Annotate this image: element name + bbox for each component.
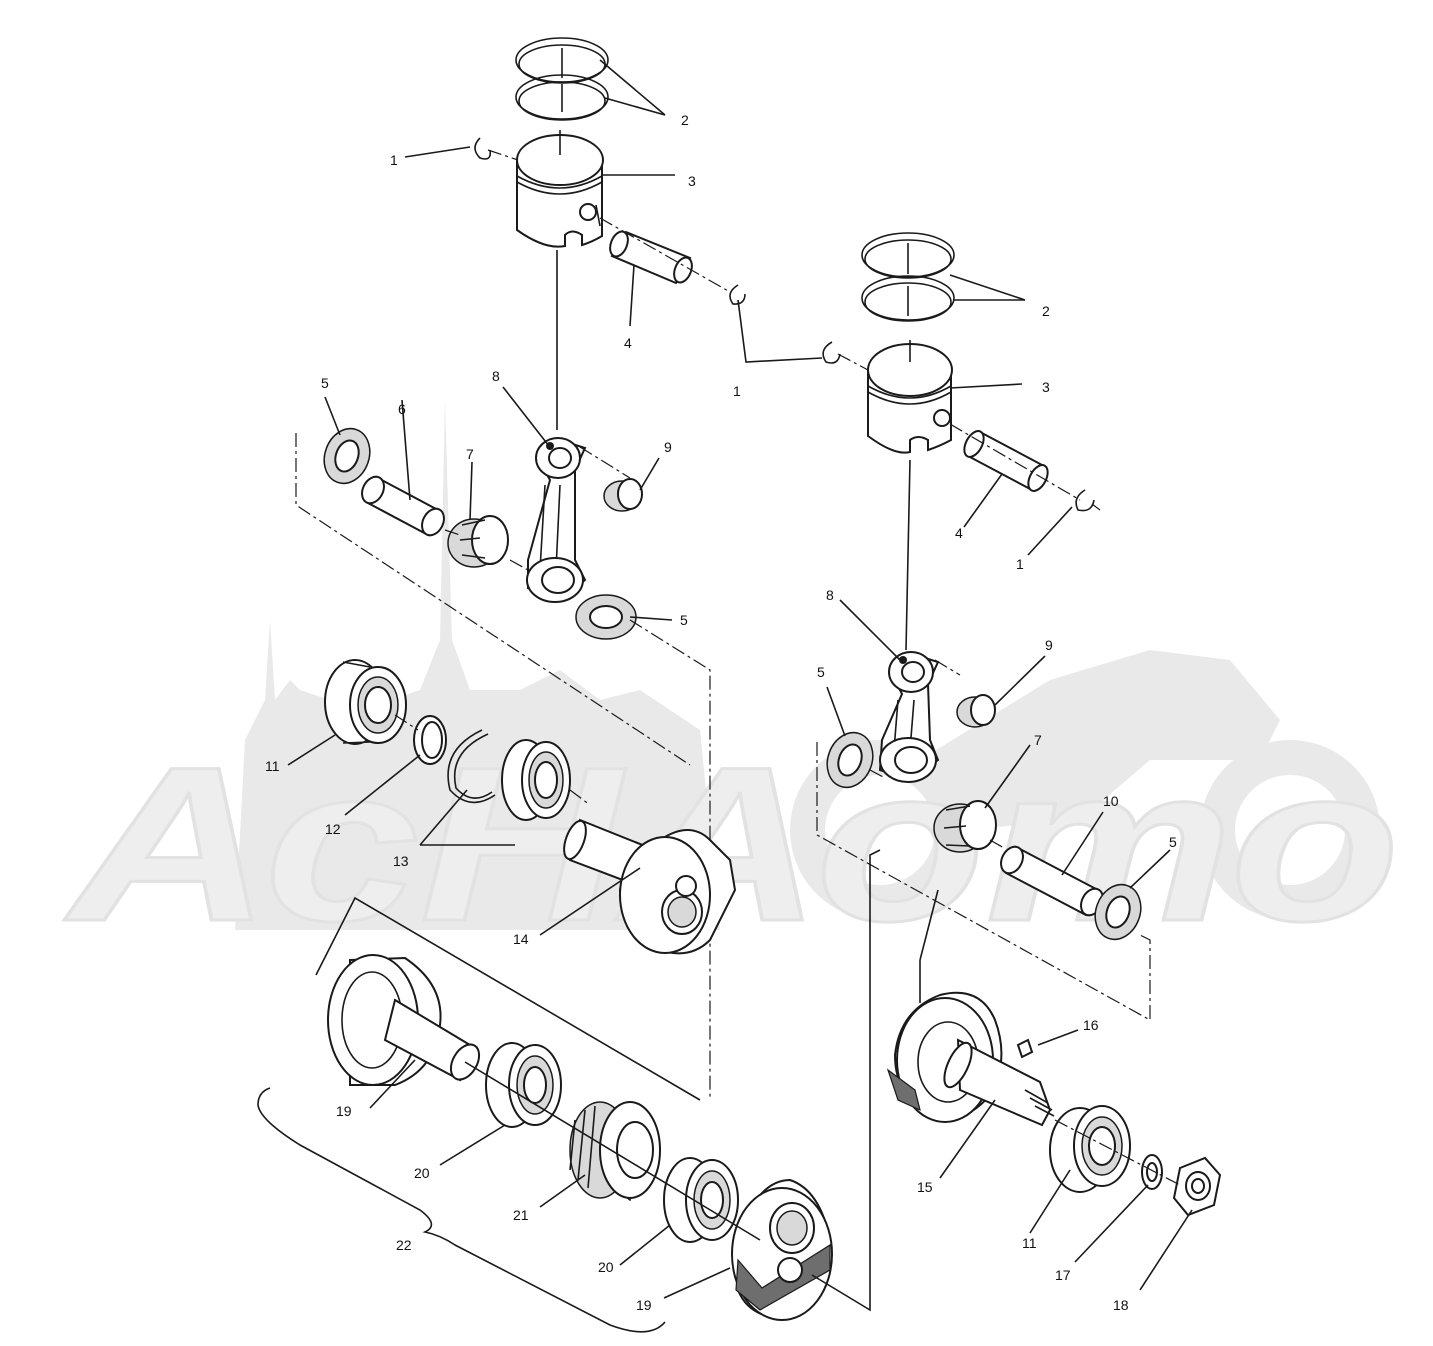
label-1-left-upper: 1 xyxy=(390,152,398,168)
watermark: АсНАото xyxy=(62,400,1402,969)
center-bracket xyxy=(811,849,881,1312)
right-piston-rings xyxy=(861,232,955,322)
left-flywheel-19 xyxy=(327,954,481,1086)
label-7-left: 7 xyxy=(466,446,474,462)
label-3-left: 3 xyxy=(688,173,696,189)
label-21: 21 xyxy=(513,1207,529,1223)
left-snap-ring-12 xyxy=(413,715,447,765)
label-5-left-lower: 5 xyxy=(680,612,688,628)
left-piston-pin xyxy=(609,230,693,285)
lower-axis xyxy=(464,1061,761,1241)
watermark-cathedral xyxy=(235,400,720,930)
label-20-upper: 20 xyxy=(414,1165,430,1181)
right-clip-lower xyxy=(1075,489,1095,512)
leader-lines xyxy=(287,59,1193,1299)
left-crank-half-14 xyxy=(563,818,737,955)
right-small-end-bearing xyxy=(956,694,996,728)
label-19-lower: 19 xyxy=(636,1297,652,1313)
watermark-logo-text: АсНАото xyxy=(64,721,1400,967)
right-assembly-guides xyxy=(816,659,1151,1022)
label-4-right: 4 xyxy=(955,525,963,541)
lower-crank-half-19 xyxy=(731,1178,833,1321)
label-2-left: 2 xyxy=(681,112,689,128)
left-crank-pin xyxy=(361,475,445,537)
label-1-center: 1 xyxy=(733,383,741,399)
left-main-bearing xyxy=(324,659,407,745)
right-clip-upper xyxy=(822,341,841,364)
label-5-left-upper: 5 xyxy=(321,375,329,391)
right-clip-link xyxy=(737,299,823,363)
label-8-right: 8 xyxy=(826,587,834,603)
left-small-end-bearing xyxy=(603,478,643,512)
label-20-lower: 20 xyxy=(598,1259,614,1275)
part-labels: 1 2 3 4 1 2 3 5 6 7 8 9 5 4 1 8 9 5 7 10… xyxy=(265,112,1177,1313)
label-1-right-lower: 1 xyxy=(1016,556,1024,572)
left-clip-upper xyxy=(474,137,492,160)
label-5-right-right: 5 xyxy=(1169,834,1177,850)
label-11-right: 11 xyxy=(1022,1235,1037,1251)
lock-washer-17 xyxy=(1141,1154,1163,1190)
woodruff-key-16 xyxy=(1016,1038,1034,1059)
label-3-right: 3 xyxy=(1042,379,1050,395)
left-big-end-bearing xyxy=(447,515,509,568)
right-main-bearing xyxy=(1049,1105,1131,1193)
right-shaft-axis xyxy=(1054,1119,1181,1186)
left-piston-rings xyxy=(515,37,609,121)
left-bearing-13 xyxy=(501,739,571,821)
label-16: 16 xyxy=(1083,1017,1099,1033)
label-11-left: 11 xyxy=(265,758,280,774)
label-22: 22 xyxy=(396,1237,412,1253)
label-19-upper: 19 xyxy=(336,1103,352,1119)
right-thrust-washer-5-left xyxy=(826,731,874,789)
label-10: 10 xyxy=(1103,793,1119,809)
left-piston xyxy=(516,130,604,248)
label-2-right: 2 xyxy=(1042,303,1050,319)
label-5-right-left: 5 xyxy=(817,664,825,680)
label-6: 6 xyxy=(398,401,406,417)
nut-18 xyxy=(1172,1156,1222,1217)
label-9-left: 9 xyxy=(664,439,672,455)
left-clip-lower xyxy=(729,284,746,305)
label-14: 14 xyxy=(513,931,529,947)
label-8-left: 8 xyxy=(492,368,500,384)
label-7-right: 7 xyxy=(1034,732,1042,748)
watermark-motorcycle xyxy=(790,650,1380,920)
right-piston xyxy=(867,340,953,454)
label-17: 17 xyxy=(1055,1267,1071,1283)
label-15: 15 xyxy=(917,1179,933,1195)
left-thrust-washer-lower xyxy=(575,594,637,640)
right-crank-half-15 xyxy=(886,991,1055,1127)
left-thrust-washer-upper xyxy=(323,427,371,485)
left-assembly-guides xyxy=(295,433,711,1100)
label-12: 12 xyxy=(325,821,341,837)
right-crank-pin-10 xyxy=(1000,845,1104,917)
left-ring-13 xyxy=(447,729,496,804)
right-thrust-washer-5-right xyxy=(1094,883,1142,941)
right-big-end-bearing xyxy=(933,800,997,853)
label-4-left: 4 xyxy=(624,335,632,351)
right-connecting-rod xyxy=(878,651,940,783)
label-9-right: 9 xyxy=(1045,637,1053,653)
bracket-22 xyxy=(257,1087,666,1333)
lower-bearing-20-upper xyxy=(485,1042,562,1128)
lower-bearing-20-lower xyxy=(663,1157,739,1243)
lower-seal-21 xyxy=(569,1101,661,1202)
label-18: 18 xyxy=(1113,1297,1129,1313)
left-flywheel-bracket xyxy=(315,896,701,1101)
left-connecting-rod xyxy=(526,437,587,603)
right-piston-pin xyxy=(963,430,1049,492)
label-13: 13 xyxy=(393,853,409,869)
